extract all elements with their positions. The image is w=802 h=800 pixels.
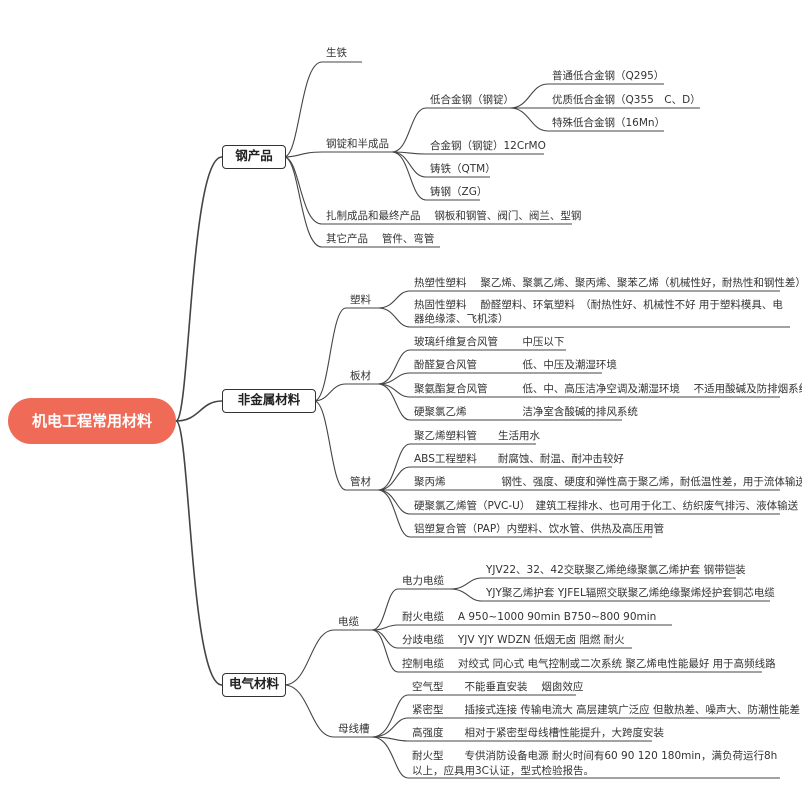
node-cast-steel[interactable]: 铸钢（ZG）	[430, 186, 488, 198]
node-busway-4[interactable]: 耐火型 专供消防设备电源 耐火时间有60 90 120 180min，满负荷运行…	[412, 750, 778, 777]
node-pipe-3[interactable]: 聚丙烯 钢性、强度、硬度和弹性高于聚乙烯，耐低温性差，用于流体输送	[414, 476, 802, 488]
node-plastic[interactable]: 塑料	[350, 294, 371, 306]
node-thermoset[interactable]: 热固性塑料 酚醛塑料、环氧塑料 （耐热性好、机械性不好 用于塑料模具、电器绝缘漆…	[414, 299, 783, 325]
node-busway-1[interactable]: 空气型 不能垂直安装 烟囱效应	[412, 681, 584, 693]
node-low-alloy-steel[interactable]: 低合金钢（钢锭）	[430, 94, 514, 106]
node-low-alloy-1[interactable]: 普通低合金钢（Q295）	[552, 70, 665, 82]
node-pig-iron[interactable]: 生铁	[326, 47, 347, 59]
node-pipe-2[interactable]: ABS工程塑料 耐腐蚀、耐温、耐冲击较好	[414, 453, 624, 465]
node-rolled-products[interactable]: 扎制成品和最终产品 钢板和钢管、阀门、阀兰、型钢	[326, 210, 582, 222]
node-steel-products[interactable]: 钢产品	[222, 145, 286, 169]
node-busway[interactable]: 母线槽	[338, 723, 370, 735]
node-busway-2[interactable]: 紧密型 插接式连接 传输电流大 高层建筑广泛应 但散热差、噪声大、防潮性能差	[412, 704, 801, 716]
node-pipe-1[interactable]: 聚乙烯塑料管 生活用水	[414, 430, 540, 442]
node-pipe[interactable]: 管材	[350, 476, 371, 488]
node-cable[interactable]: 电缆	[338, 616, 359, 628]
node-board-2[interactable]: 酚醛复合风管 低、中压及潮湿环境	[414, 359, 617, 371]
node-control-cable[interactable]: 控制电缆 对绞式 同心式 电气控制或二次系统 聚乙烯电性能最好 用于高频线路	[402, 658, 776, 670]
node-busway-3[interactable]: 高强度 相对于紧密型母线槽性能提升，大跨度安装	[412, 727, 664, 739]
node-branch-cable[interactable]: 分歧电缆 YJV YJY WDZN 低烟无卤 阻燃 耐火	[402, 634, 625, 646]
node-pipe-4[interactable]: 硬聚氯乙烯管（PVC-U） 建筑工程排水、也可用于化工、纺织废气排污、液体输送	[414, 500, 799, 512]
root-node[interactable]: 机电工程常用材料	[8, 398, 176, 444]
node-thermoplastic[interactable]: 热塑性塑料 聚乙烯、聚氯乙烯、聚丙烯、聚苯乙烯（机械性好，耐热性和钢性差）	[414, 277, 802, 289]
node-steel-ingot[interactable]: 钢锭和半成品	[326, 138, 389, 150]
node-power-cable-1[interactable]: YJV22、32、42交联聚乙烯绝缘聚氯乙烯护套 钢带铠装	[486, 564, 746, 576]
node-low-alloy-3[interactable]: 特殊低合金钢（16Mn）	[552, 117, 666, 129]
node-fire-cable[interactable]: 耐火电缆 A 950~1000 90min B750~800 90min	[402, 611, 657, 623]
node-power-cable[interactable]: 电力电缆	[402, 575, 444, 587]
node-non-metallic[interactable]: 非金属材料	[222, 389, 316, 413]
node-alloy-steel[interactable]: 合金钢（钢锭）12CrMO	[430, 140, 546, 152]
node-pipe-5[interactable]: 铝塑复合管（PAP）内塑料、饮水管、供热及高压用管	[414, 523, 665, 535]
node-board-1[interactable]: 玻璃纤维复合风管 中压以下	[414, 336, 565, 348]
node-board-3[interactable]: 聚氨酯复合风管 低、中、高压洁净空调及潮湿环境 不适用酸碱及防排烟系统	[414, 383, 802, 395]
node-electrical[interactable]: 电气材料	[222, 673, 286, 697]
node-board[interactable]: 板材	[350, 370, 371, 382]
node-board-4[interactable]: 硬聚氯乙烯 洁净室含酸碱的排风系统	[414, 406, 638, 418]
node-other-products[interactable]: 其它产品 管件、弯管	[326, 233, 435, 245]
node-low-alloy-2[interactable]: 优质低合金钢（Q355 C、D）	[552, 94, 701, 106]
node-cast-iron[interactable]: 铸铁（QTM）	[430, 163, 496, 175]
node-power-cable-2[interactable]: YJY聚乙烯护套 YJFEL辐照交联聚乙烯绝缘聚烯烃护套铜芯电缆	[486, 587, 775, 599]
